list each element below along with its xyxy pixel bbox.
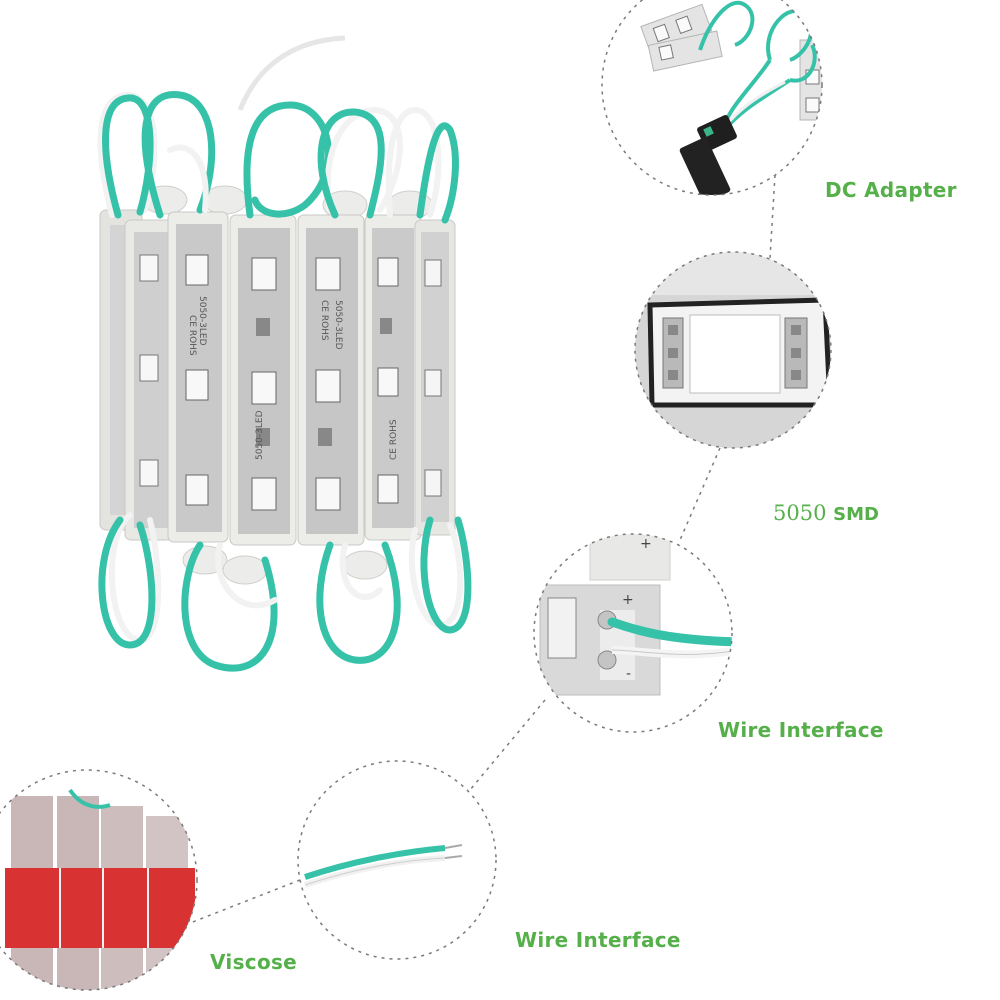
viscose-label: Viscose — [210, 950, 298, 974]
wire-interface-detail-1: + - + — [533, 533, 733, 733]
dc-adapter-detail — [601, 0, 823, 196]
dc-adapter-label: DC Adapter — [825, 178, 957, 202]
connector-line — [769, 174, 776, 259]
wire-interface-label-2: Wire Interface — [515, 928, 681, 952]
module — [124, 219, 178, 541]
wire-interface-detail-2 — [297, 760, 497, 960]
led-module-bundle: 5050-3LED CE ROHS 5050-3LED 5050-3LED CE… — [97, 35, 472, 672]
pcb-print: CE ROHS — [319, 300, 329, 341]
module — [414, 219, 456, 536]
wire-end-icon — [304, 844, 463, 888]
wire-loops-top — [97, 90, 459, 224]
module: 5050-3LED — [229, 214, 297, 546]
module: 5050-3LED CE ROHS — [167, 211, 229, 543]
pcb-print: + — [622, 592, 634, 608]
pcb-print: 5050-3LED — [197, 296, 207, 346]
connector-line — [469, 699, 546, 791]
smd-detail — [634, 251, 832, 449]
pcb-print: 5050-3LED — [255, 410, 265, 460]
adhesive-tape-icon — [5, 794, 195, 990]
wire-interface-label-1: Wire Interface — [718, 718, 884, 742]
module: 5050-3LED CE ROHS — [297, 214, 365, 546]
smd-suffix: SMD — [833, 504, 879, 525]
white-wire — [237, 35, 346, 111]
smd-number: 5050 — [773, 501, 827, 525]
connector-lines — [184, 174, 776, 926]
module: CE ROHS — [364, 214, 422, 541]
connector-line — [679, 447, 721, 541]
pcb-print: 5050-3LED — [333, 300, 343, 350]
pcb-print: - — [626, 666, 631, 682]
dc-adapter-plug-icon — [679, 115, 737, 195]
wire-loops-bottom — [98, 512, 472, 672]
pcb-print: CE ROHS — [187, 315, 197, 356]
viscose-detail — [0, 769, 198, 991]
pcb-print: + — [640, 536, 652, 552]
smd-chip-icon — [647, 297, 831, 408]
smd-label: 5050 SMD — [773, 501, 879, 525]
pcb-print: CE ROHS — [389, 419, 399, 460]
connector-line — [184, 879, 301, 926]
